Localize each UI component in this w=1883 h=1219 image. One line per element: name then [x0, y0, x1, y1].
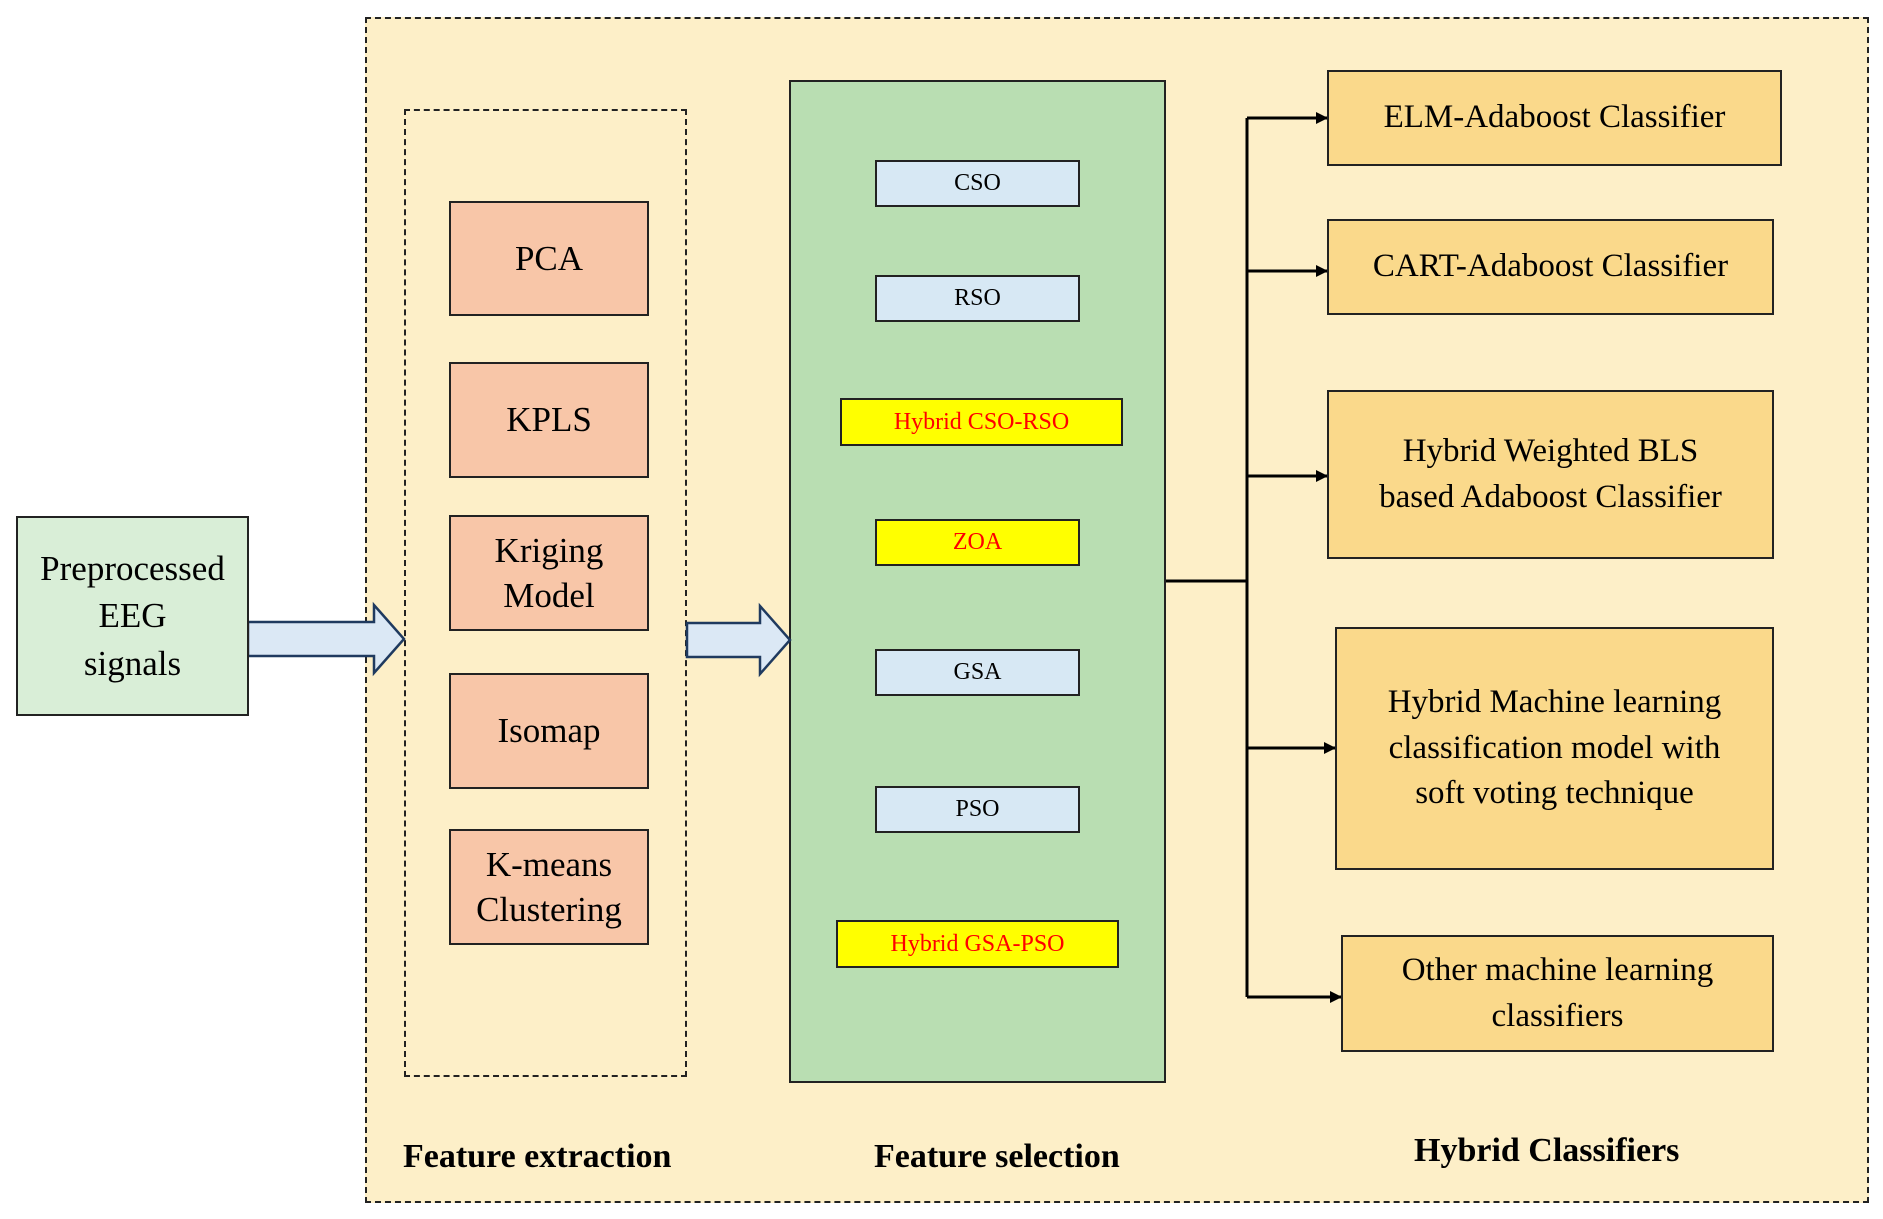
fs-label-hybrid-gsa-pso: Hybrid GSA-PSO — [890, 930, 1065, 957]
fe-label-isomap: Isomap — [497, 711, 601, 751]
classifier-label-bls-line1: Hybrid Weighted BLS — [1402, 432, 1699, 469]
classifier-label-other-line1: Other machine learning — [1401, 951, 1714, 988]
fe-label-pca: PCA — [514, 238, 584, 278]
classifier-label-other-line2: classifiers — [1491, 997, 1624, 1034]
section-label-feature-selection: Feature selection — [874, 1138, 1120, 1175]
classifier-label-cart: CART-Adaboost Classifier — [1372, 248, 1729, 285]
fe-label-kriging-line2: Model — [503, 576, 595, 615]
classifier-box-hybrid-weighted-bls: Hybrid Weighted BLS based Adaboost Class… — [1327, 390, 1774, 559]
section-label-hybrid-classifiers: Hybrid Classifiers — [1414, 1132, 1680, 1169]
classifier-label-soft-voting-line2: classification model with — [1388, 729, 1721, 766]
classifier-label-soft-voting-line3: soft voting technique — [1415, 775, 1694, 812]
fs-box-gsa: GSA — [875, 649, 1080, 696]
input-label-line2: EEG — [98, 596, 167, 636]
fe-box-kriging: Kriging Model — [449, 515, 649, 631]
classifier-box-elm-adaboost: ELM-Adaboost Classifier — [1327, 70, 1782, 166]
classifier-label-elm: ELM-Adaboost Classifier — [1383, 99, 1726, 136]
fs-box-cso: CSO — [875, 160, 1080, 207]
classifier-label-soft-voting-line1: Hybrid Machine learning — [1387, 684, 1722, 721]
fs-label-rso: RSO — [954, 285, 1001, 311]
fe-label-kmeans-line1: K-means — [485, 844, 613, 884]
fs-label-gsa: GSA — [953, 659, 1002, 685]
fs-box-hybrid-cso-rso: Hybrid CSO-RSO — [840, 398, 1123, 446]
classifier-box-soft-voting: Hybrid Machine learning classification m… — [1335, 627, 1774, 870]
fs-box-rso: RSO — [875, 275, 1080, 322]
input-eeg-signals-box: Preprocessed EEG signals — [16, 516, 249, 716]
classifier-box-cart-adaboost: CART-Adaboost Classifier — [1327, 219, 1774, 315]
fe-box-kmeans: K-means Clustering — [449, 829, 649, 945]
fs-label-pso: PSO — [955, 796, 1000, 822]
fe-box-kpls: KPLS — [449, 362, 649, 478]
fe-label-kmeans-line2: Clustering — [476, 890, 622, 929]
classifier-box-other-ml: Other machine learning classifiers — [1341, 935, 1774, 1052]
fe-box-pca: PCA — [449, 201, 649, 316]
fe-box-isomap: Isomap — [449, 673, 649, 789]
fs-box-pso: PSO — [875, 786, 1080, 833]
section-label-feature-extraction: Feature extraction — [403, 1138, 672, 1175]
fs-box-zoa: ZOA — [875, 519, 1080, 566]
fs-label-cso: CSO — [954, 170, 1001, 196]
input-label-line3: signals — [83, 643, 182, 683]
feature-selection-panel — [789, 80, 1166, 1083]
input-label-line1: Preprocessed — [40, 549, 225, 589]
fs-label-hybrid-cso-rso: Hybrid CSO-RSO — [893, 408, 1070, 435]
feature-extraction-group — [404, 109, 687, 1077]
fs-box-hybrid-gsa-pso: Hybrid GSA-PSO — [836, 920, 1119, 968]
fs-label-zoa: ZOA — [952, 529, 1003, 555]
classifier-label-bls-line2: based Adaboost Classifier — [1379, 478, 1722, 515]
fe-label-kpls: KPLS — [506, 400, 592, 440]
fe-label-kriging-line1: Kriging — [494, 530, 604, 570]
